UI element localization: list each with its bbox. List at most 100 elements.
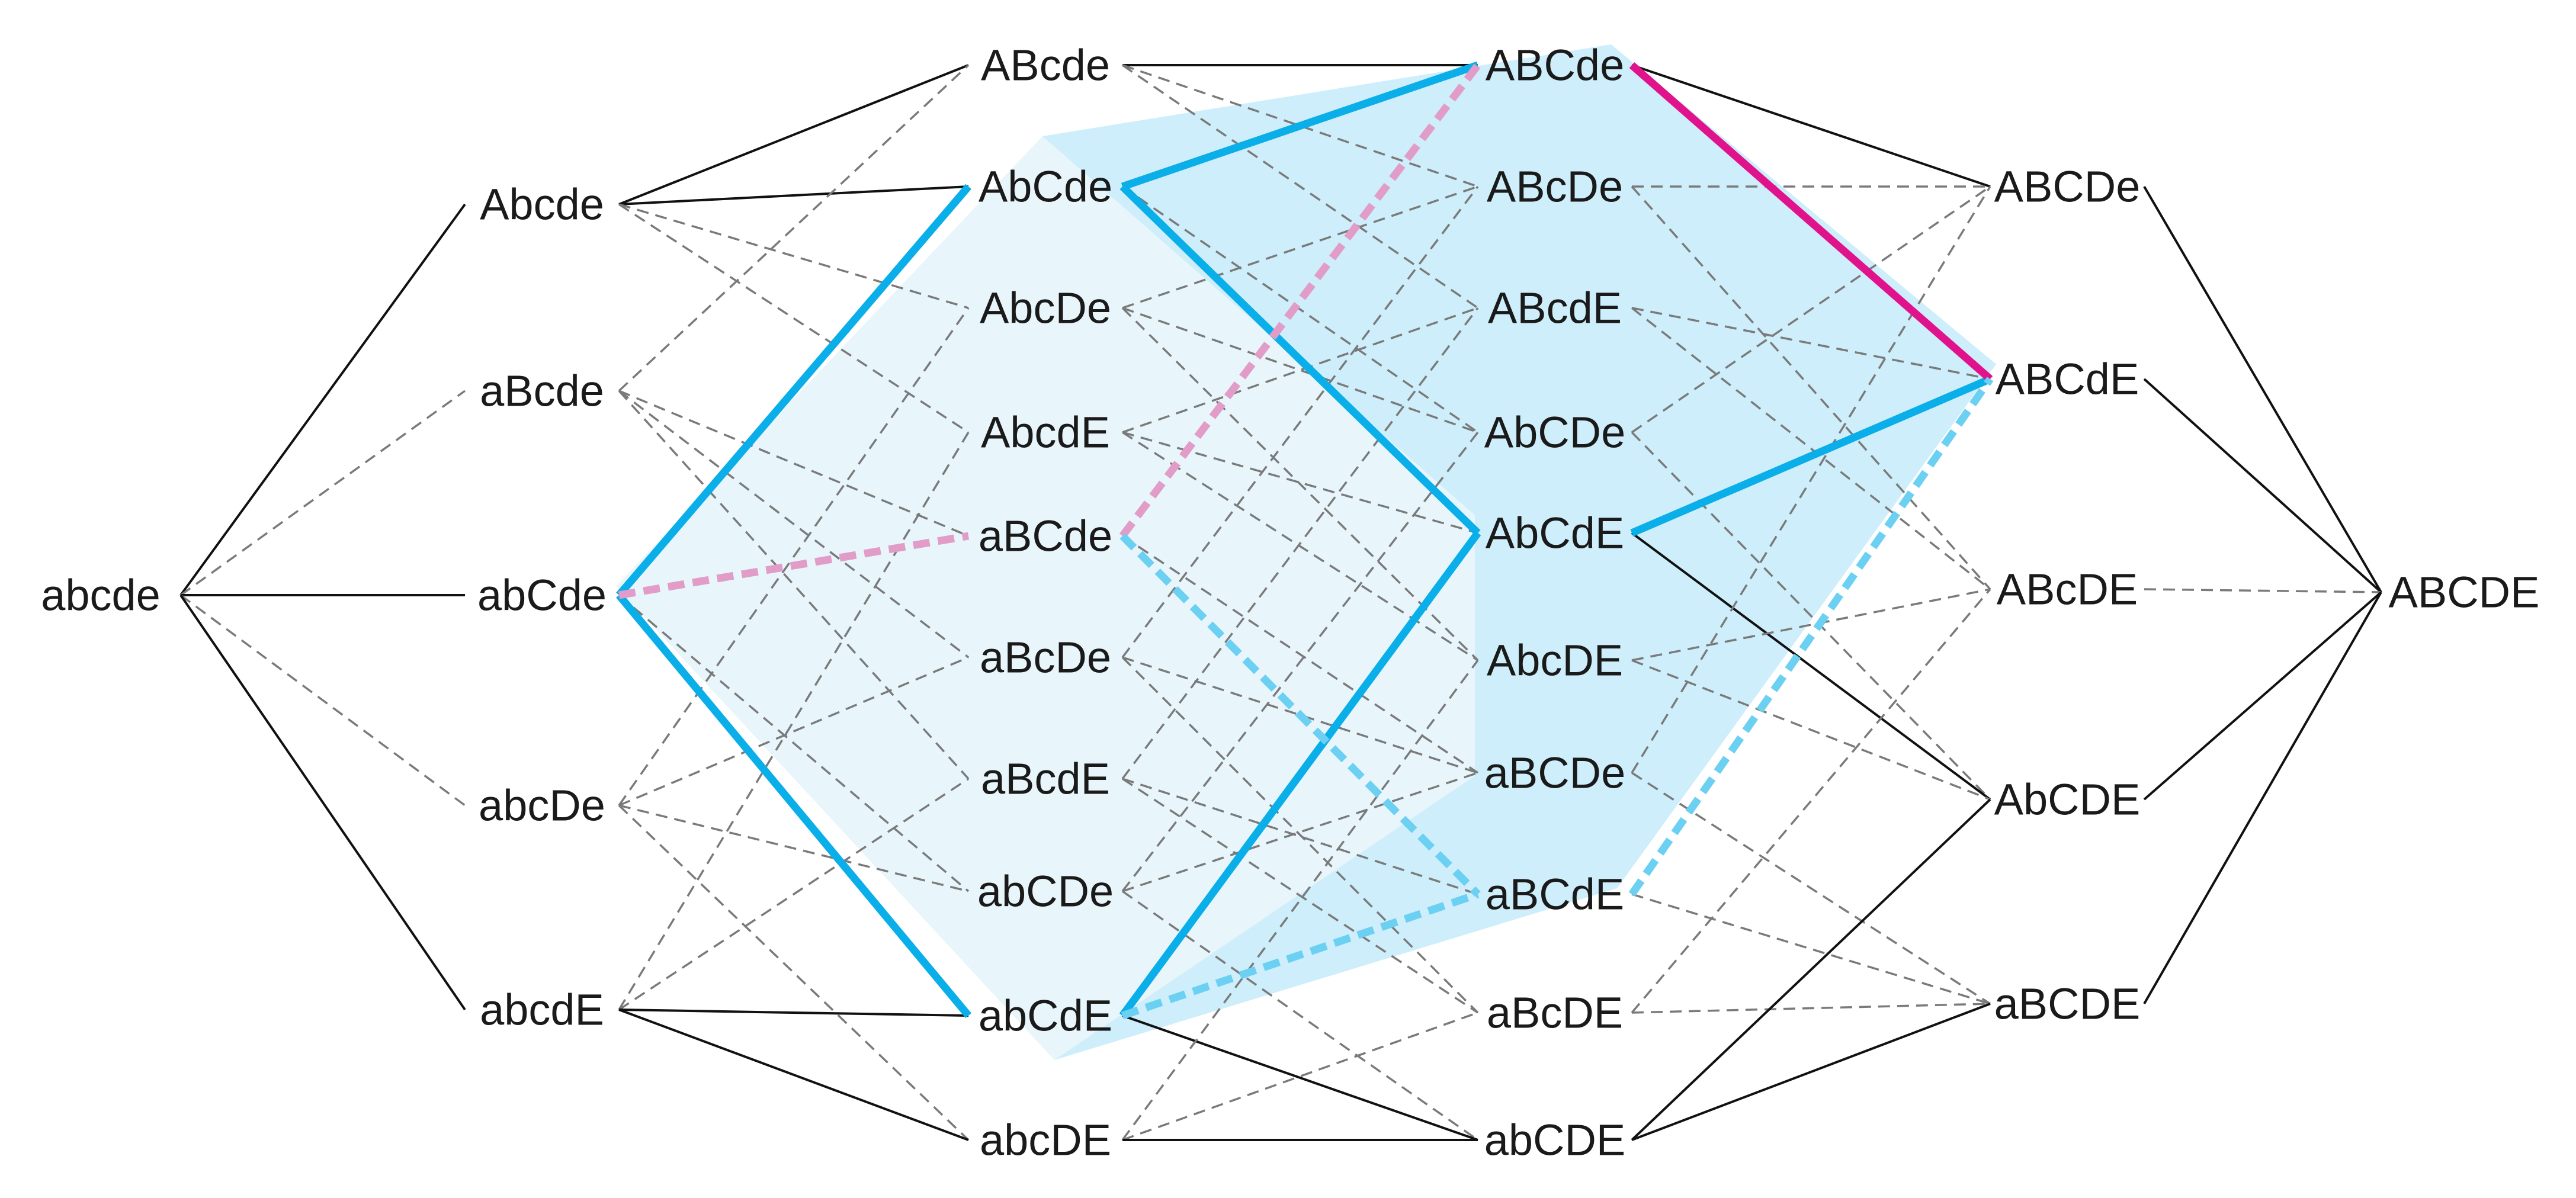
- edge-aBCdE-aBCDE: [1631, 893, 1991, 1005]
- node-ABCDE: ABCDE: [2389, 568, 2540, 617]
- edge-aBCde-aBCDe: [1122, 535, 1478, 774]
- edge-Abcde-AbcdE: [618, 203, 969, 433]
- edge-abcdE-aBcdE: [618, 778, 969, 1011]
- edge-aBcdE-aBcDE: [1122, 778, 1478, 1014]
- node-AbCde: AbCde: [979, 162, 1112, 211]
- highlight-ABCde-ABCdE: [1629, 62, 1993, 382]
- edge-abcde-abcDe: [179, 594, 466, 807]
- edge-aBCDe-ABCDe: [1631, 186, 1991, 773]
- node-aBCDe: aBCDe: [1484, 749, 1626, 798]
- highlight-AbCde-AbCdE: [1119, 184, 1481, 536]
- edge-Abcde-ABcde: [618, 64, 969, 205]
- node-abCde: abCde: [477, 571, 607, 620]
- edge-abCdE-abCDE: [1122, 1014, 1478, 1141]
- node-aBcdE: aBcdE: [981, 754, 1110, 804]
- edge-abcDe-AbcDe: [618, 307, 970, 807]
- node-aBCdE: aBCdE: [1486, 870, 1624, 919]
- edge-AbcDe-AbcDE: [1121, 307, 1479, 661]
- highlighted-faces: [616, 44, 1996, 1060]
- edge-abcde-Abcde: [179, 203, 466, 596]
- node-AbcDe: AbcDe: [980, 284, 1111, 333]
- edge-AbCDE-ABCDE: [2143, 591, 2382, 801]
- node-Abcde: Abcde: [480, 180, 604, 229]
- node-AbcDE: AbcDE: [1487, 636, 1623, 685]
- edge-AbCDe-ABCDe: [1631, 185, 1991, 433]
- edge-Abcde-AbCde: [618, 185, 969, 205]
- edge-ABCde-ABCDe: [1631, 64, 1991, 188]
- edge-AbCde-AbCDe: [1122, 185, 1478, 433]
- edge-aBcDE-ABcDE: [1631, 588, 1991, 1014]
- node-AbcdE: AbcdE: [981, 408, 1110, 457]
- edge-AbcDE-ABcDE: [1631, 588, 1991, 661]
- edge-aBCDe-aBCDE: [1631, 772, 1991, 1005]
- face-right: [1042, 44, 1996, 1060]
- edge-AbcdE-AbCdE: [1122, 431, 1478, 534]
- edge-AbCDe-AbCDE: [1631, 431, 1991, 801]
- highlight-abCdE-aBCdE: [1121, 890, 1480, 1020]
- edge-AbcdE-AbcDE: [1122, 431, 1478, 661]
- edge-abcde-aBcde: [179, 390, 466, 596]
- edge-aBcDe-ABcDe: [1121, 185, 1479, 659]
- edge-abcDe-abCDe: [618, 804, 969, 892]
- edge-aBcde-ABcde: [618, 64, 970, 392]
- edge-ABcdE-ABcDE: [1631, 307, 1991, 590]
- highlighted-paths: [616, 61, 1994, 1020]
- edge-aBcde-aBCde: [618, 390, 969, 537]
- node-aBcDe: aBcDe: [980, 633, 1111, 682]
- edge-ABcde-ABcdE: [1122, 64, 1478, 309]
- node-labels: abcde Abcde aBcde abCde abcDe abcdE ABcdeAbCde…: [41, 41, 2539, 1165]
- edge-aBcDe-aBcDE: [1121, 656, 1479, 1014]
- edge-abCDE-AbCDE: [1631, 798, 1991, 1141]
- node-abCDe: abCDe: [977, 867, 1114, 916]
- edge-aBCDE-ABCDE: [2143, 592, 2382, 1004]
- highlight-abCdE-AbCdE: [1119, 531, 1481, 1018]
- node-aBCDE: aBCDE: [1994, 979, 2141, 1029]
- node-abcdE: abcdE: [480, 985, 604, 1035]
- edge-abcDE-aBcDE: [1122, 1011, 1478, 1141]
- edge-abcdE-abcDE: [618, 1008, 969, 1141]
- edge-ABcde-ABcDe: [1122, 64, 1478, 188]
- node-abcde: abcde: [41, 571, 161, 620]
- edge-ABcDe-ABcDE: [1631, 185, 1991, 590]
- edge-abCDe-aBCDe: [1122, 772, 1478, 892]
- edge-abCde-abCDe: [618, 594, 970, 892]
- highlight-abCde-AbCde: [616, 184, 971, 598]
- node-ABcdE: ABcdE: [1488, 284, 1622, 333]
- node-aBCde: aBCde: [979, 512, 1112, 561]
- node-ABCDe: ABCDe: [1994, 162, 2141, 211]
- edge-abCDe-AbCDe: [1121, 431, 1479, 892]
- node-AbCdE: AbCdE: [1486, 509, 1624, 558]
- node-aBcDE: aBcDE: [1487, 988, 1623, 1038]
- edge-aBcdE-ABcdE: [1121, 307, 1479, 780]
- node-aBcde: aBcde: [480, 367, 604, 416]
- highlight-aBCde-aBCdE: [1119, 533, 1481, 897]
- node-abCDE: abCDE: [1484, 1116, 1626, 1165]
- lattice-edges: [179, 64, 2382, 1141]
- edge-ABCdE-ABCDE: [2143, 378, 2382, 593]
- edge-aBcde-aBcDe: [618, 390, 970, 659]
- edge-AbcdE-ABcdE: [1122, 307, 1478, 433]
- edge-AbcDE-AbCDE: [1631, 659, 1991, 801]
- node-ABCdE: ABCdE: [1996, 355, 2139, 404]
- edge-abCDE-aBCDE: [1631, 1003, 1991, 1141]
- edge-ABcDE-ABCDE: [2144, 588, 2382, 593]
- highlight-AbCdE-ABCdE: [1630, 375, 1992, 537]
- node-AbCDe: AbCDe: [1484, 408, 1626, 457]
- node-ABCde: ABCde: [1486, 41, 1624, 90]
- edge-abcde-abcdE: [179, 594, 466, 1011]
- edge-abcDE-AbcDE: [1121, 659, 1479, 1141]
- edge-abcdE-abCdE: [618, 1008, 969, 1017]
- edge-aBcDE-aBCDE: [1631, 1003, 1991, 1014]
- node-abcDe: abcDe: [479, 781, 605, 830]
- highlight-abCde-abCdE: [616, 592, 971, 1019]
- edge-abCDe-abCDE: [1121, 890, 1479, 1141]
- node-ABcDe: ABcDe: [1487, 162, 1623, 211]
- edge-abcDe-aBcDe: [618, 656, 969, 807]
- edge-aBcDe-aBCDe: [1122, 656, 1478, 774]
- edge-AbcDe-ABcDe: [1122, 185, 1478, 309]
- node-ABcde: ABcde: [981, 41, 1110, 90]
- edge-AbcDe-AbCDe: [1122, 307, 1478, 433]
- node-AbCDE: AbCDE: [1994, 775, 2141, 824]
- edge-aBcdE-aBCdE: [1122, 778, 1478, 895]
